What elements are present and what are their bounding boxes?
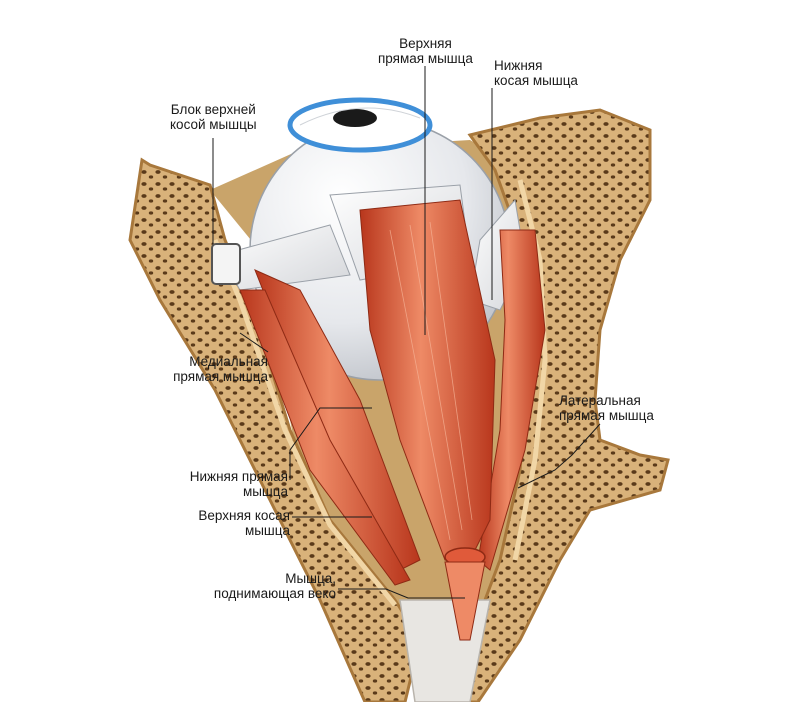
trochlea <box>211 243 241 285</box>
label-trochlea: Блок верхней косой мышцы <box>170 102 257 132</box>
levator-palpebrae <box>444 561 486 641</box>
superior-oblique <box>239 289 411 586</box>
label-superior-oblique: Верхняя косая мышца <box>198 508 290 538</box>
leader-lines <box>212 66 601 599</box>
label-superior-rectus: Верхняя прямая мышца <box>378 36 473 66</box>
label-lateral-rectus: Латеральная прямая мышца <box>559 393 654 423</box>
label-levator: Мышца, поднимающая веко <box>213 571 336 601</box>
label-medial-rectus: Медиальная прямая мышца <box>173 354 268 384</box>
label-inferior-rectus: Нижняя прямая мышца <box>189 469 288 499</box>
lateral-rectus <box>477 229 546 571</box>
label-inferior-oblique: Нижняя косая мышца <box>494 58 578 88</box>
